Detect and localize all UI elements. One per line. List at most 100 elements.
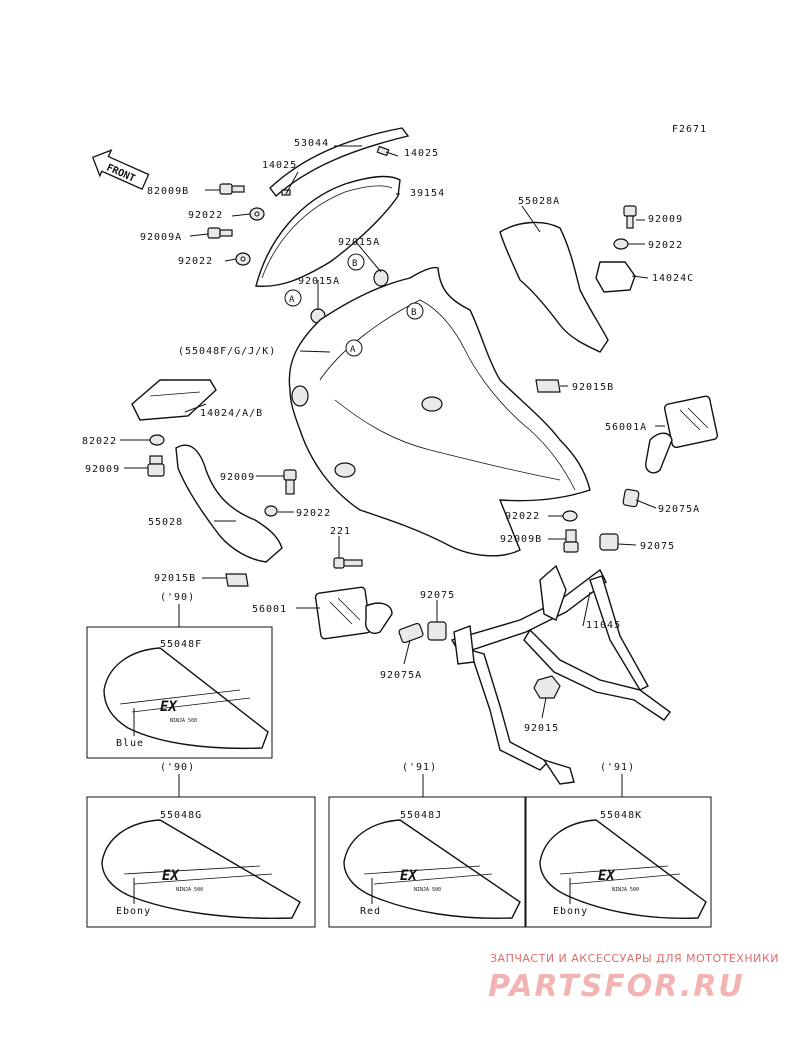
label-11045: 11045 — [586, 620, 621, 631]
upper-cowling — [288, 266, 591, 557]
damper-92075c-icon — [427, 621, 447, 641]
washer-92022-icon — [249, 207, 265, 221]
label-92075a1: 92075A — [658, 504, 700, 515]
label-55028a: 55028A — [518, 196, 560, 207]
watermark-brand: PARTSFOR.RU — [488, 969, 745, 1004]
screw-221-icon — [333, 557, 363, 569]
label-82022: 82022 — [82, 436, 117, 447]
callout-b-1: B — [347, 253, 365, 271]
svg-text:NINJA 500: NINJA 500 — [612, 887, 639, 893]
label-92022a: 92022 — [188, 210, 223, 221]
damper-92075a2-icon — [398, 622, 424, 644]
label-14025: 14025 — [262, 160, 297, 171]
mirror-left — [314, 586, 393, 640]
bolt-92009m-icon — [283, 469, 297, 495]
variant-year-2: ('90) — [160, 762, 195, 773]
svg-text:B: B — [411, 308, 416, 318]
svg-text:EX: EX — [598, 868, 616, 884]
label-53044: 53044 — [294, 138, 329, 149]
variant-year-4: ('91) — [600, 762, 635, 773]
svg-text:A: A — [289, 295, 295, 305]
screw-92009a-icon — [207, 227, 233, 239]
inner-panel-left — [175, 444, 283, 563]
bracket-14024 — [131, 379, 217, 421]
clip-14025-icon — [376, 145, 390, 157]
label-92009a: 92009A — [140, 232, 182, 243]
callout-a-1: A — [284, 289, 302, 307]
nut-92015-icon — [533, 675, 561, 699]
callout-a-2: A — [345, 339, 363, 357]
variant-box-3: ('91) 55048J EX NINJA 500 Red — [328, 762, 526, 928]
label-55048: (55048F/G/J/K) — [178, 346, 276, 357]
cowling-stripe — [334, 399, 561, 481]
label-56001a: 56001A — [605, 422, 647, 433]
variant-color-1: Blue — [116, 738, 144, 749]
damper-92075-icon — [599, 533, 619, 551]
windshield-edge — [261, 185, 393, 279]
front-arrow-icon: FRONT — [91, 149, 150, 190]
nut-92015b2-icon — [225, 573, 249, 587]
part-labels: 53044 14025 14025 82009B 39154 92022 920… — [82, 138, 700, 734]
clip-14025b-icon — [281, 189, 291, 196]
label-92022c: 92022 — [505, 511, 540, 522]
label-92075c: 92075 — [420, 590, 455, 601]
label-92009r: 92009 — [648, 214, 683, 225]
label-92015a2: 92015A — [298, 276, 340, 287]
bolt-92009-icon — [623, 205, 637, 229]
bolt-92009l-icon — [147, 455, 165, 477]
leader-lines — [120, 145, 665, 719]
washer-82022-icon — [149, 434, 165, 446]
label-82009b: 82009B — [147, 186, 189, 197]
svg-text:NINJA 500: NINJA 500 — [414, 887, 441, 893]
label-92022b: 92022 — [178, 256, 213, 267]
label-14024c: 14024C — [652, 273, 694, 284]
figure-code: F2671 — [672, 124, 707, 135]
variant-box-4: ('91) 55048K EX NINJA 500 Ebony — [525, 762, 712, 928]
nut-92015b-icon — [535, 379, 561, 393]
washer-92022r-icon — [613, 238, 629, 250]
variant-year-1: ('90) — [160, 592, 195, 603]
screw-82009b-icon — [219, 183, 245, 195]
svg-text:EX: EX — [400, 868, 418, 884]
label-39154: 39154 — [410, 188, 445, 199]
variant-year-3: ('91) — [402, 762, 437, 773]
variant-color-3: Red — [360, 906, 381, 917]
trim-strip — [269, 127, 410, 198]
label-92022r: 92022 — [648, 240, 683, 251]
variant-box-1: ('90) 55048F EX NINJA 500 Blue — [86, 592, 273, 759]
svg-text:NINJA 500: NINJA 500 — [176, 887, 203, 893]
cowling-vent-3 — [291, 385, 309, 407]
variant-part-2: 55048G — [160, 810, 202, 821]
bolt-92009b-icon — [563, 529, 579, 553]
variant-part-4: 55048K — [600, 810, 642, 821]
label-56001: 56001 — [252, 604, 287, 615]
watermark-tagline: ЗАПЧАСТИ И АКСЕССУАРЫ ДЛЯ МОТОТЕХНИКИ — [490, 952, 779, 965]
damper-92075a-icon — [622, 488, 640, 508]
svg-text:NINJA 500: NINJA 500 — [170, 718, 197, 724]
grommet-92015a-icon — [373, 269, 389, 287]
variant-part-3: 55048J — [400, 810, 442, 821]
svg-text:EX: EX — [160, 699, 178, 715]
cowling-vent — [334, 462, 356, 478]
windshield — [255, 175, 401, 287]
svg-text:EX: EX — [162, 868, 180, 884]
label-14024: 14024/A/B — [200, 408, 263, 419]
variant-box-2: ('90) 55048G EX NINJA 500 Ebony — [86, 762, 316, 928]
washer-92022b-icon — [235, 252, 251, 266]
cowling-inner-edge — [319, 299, 576, 491]
label-55028: 55028 — [148, 517, 183, 528]
cowling-vent-2 — [421, 396, 443, 412]
label-92075a2: 92075A — [380, 670, 422, 681]
label-92009l: 92009 — [85, 464, 120, 475]
label-14025b: 14025 — [404, 148, 439, 159]
label-92015b2: 92015B — [154, 573, 196, 584]
cowling-stay — [450, 564, 671, 785]
label-92009b: 92009B — [500, 534, 542, 545]
washer-92022c-icon — [562, 510, 578, 522]
svg-text:A: A — [350, 345, 356, 355]
bracket-rib — [149, 391, 201, 397]
variant-color-4: Ebony — [553, 906, 588, 917]
label-92015b: 92015B — [572, 382, 614, 393]
label-92022m: 92022 — [296, 508, 331, 519]
